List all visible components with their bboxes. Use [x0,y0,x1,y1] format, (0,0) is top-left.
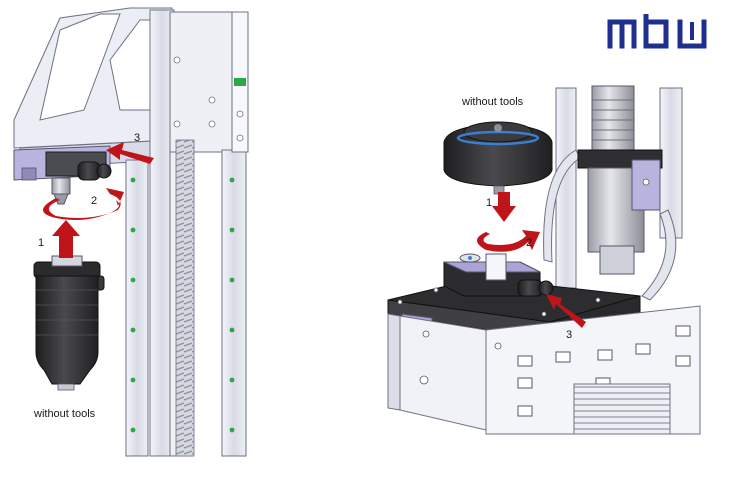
left-collet-chuck [33,255,105,391]
arrow-2-rotate [477,230,540,252]
right-step-1: 1 [486,197,492,209]
arrow-3-up-left [546,294,586,328]
left-step-labels: 1 2 3 [38,132,140,249]
arrow-1-down [492,192,516,222]
right-step-arrows [477,192,586,328]
arrow-2-rotate [43,188,124,220]
left-step-arrows [43,142,154,258]
arrow-1-up [52,220,80,258]
right-caption: without tools [462,96,524,108]
right-collet-nut [443,121,553,195]
mbu-logo [607,14,707,49]
right-tool-holder [443,253,554,297]
arrow-3-left [106,142,154,164]
right-step-3: 3 [566,329,572,341]
left-step-1: 1 [38,237,44,249]
right-step-labels: 1 2 3 [486,197,572,341]
left-step-3: 3 [134,132,140,144]
left-step-2: 2 [91,195,97,207]
left-machine [13,7,249,457]
left-caption: without tools [34,408,96,420]
right-step-2: 2 [526,237,532,249]
